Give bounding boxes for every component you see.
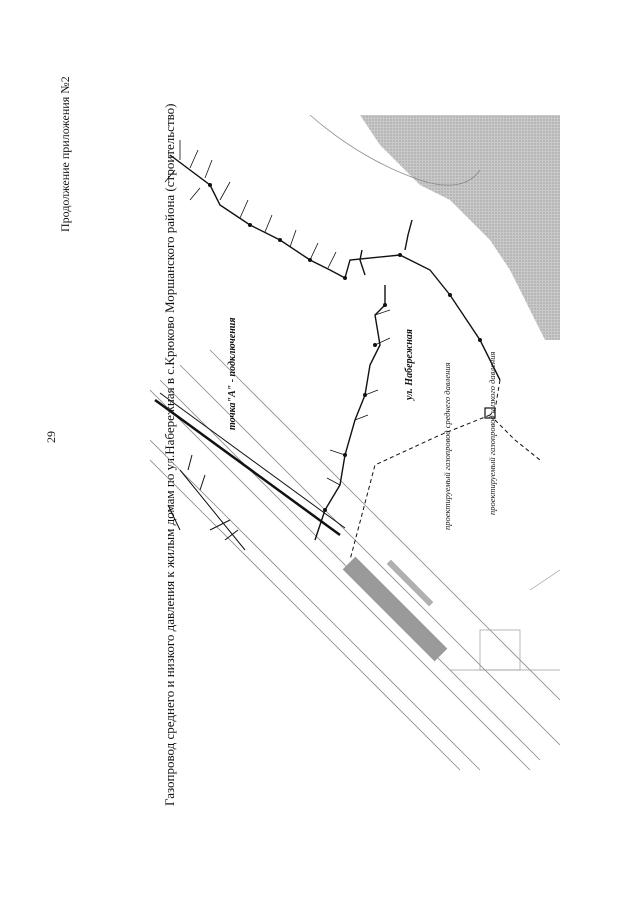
station-building xyxy=(342,556,448,662)
river-bank xyxy=(309,114,481,186)
street-label: ул. Набережная xyxy=(404,329,415,401)
platform xyxy=(386,559,434,607)
medium-pressure-label: проектируемый газопровод среднего давлен… xyxy=(442,362,452,530)
left-branches xyxy=(167,454,246,551)
lower-right-features xyxy=(450,569,560,671)
pipeline-map: точка"А" - подключения ул. Набережная пр… xyxy=(150,110,560,770)
appendix-note: Продолжение приложения №2 xyxy=(58,76,72,232)
map-canvas: точка"А" - подключения ул. Набережная пр… xyxy=(150,114,560,770)
low-pressure-label: проектируемый газопровод низкого давлени… xyxy=(487,352,497,515)
river-area xyxy=(360,115,560,340)
network-nodes xyxy=(208,183,482,512)
page-number: 29 xyxy=(44,431,58,443)
connection-point-label: точка"А" - подключения xyxy=(227,318,238,430)
gas-regulator-point xyxy=(484,407,496,419)
service-stubs xyxy=(164,140,391,486)
existing-pipeline xyxy=(154,392,346,537)
